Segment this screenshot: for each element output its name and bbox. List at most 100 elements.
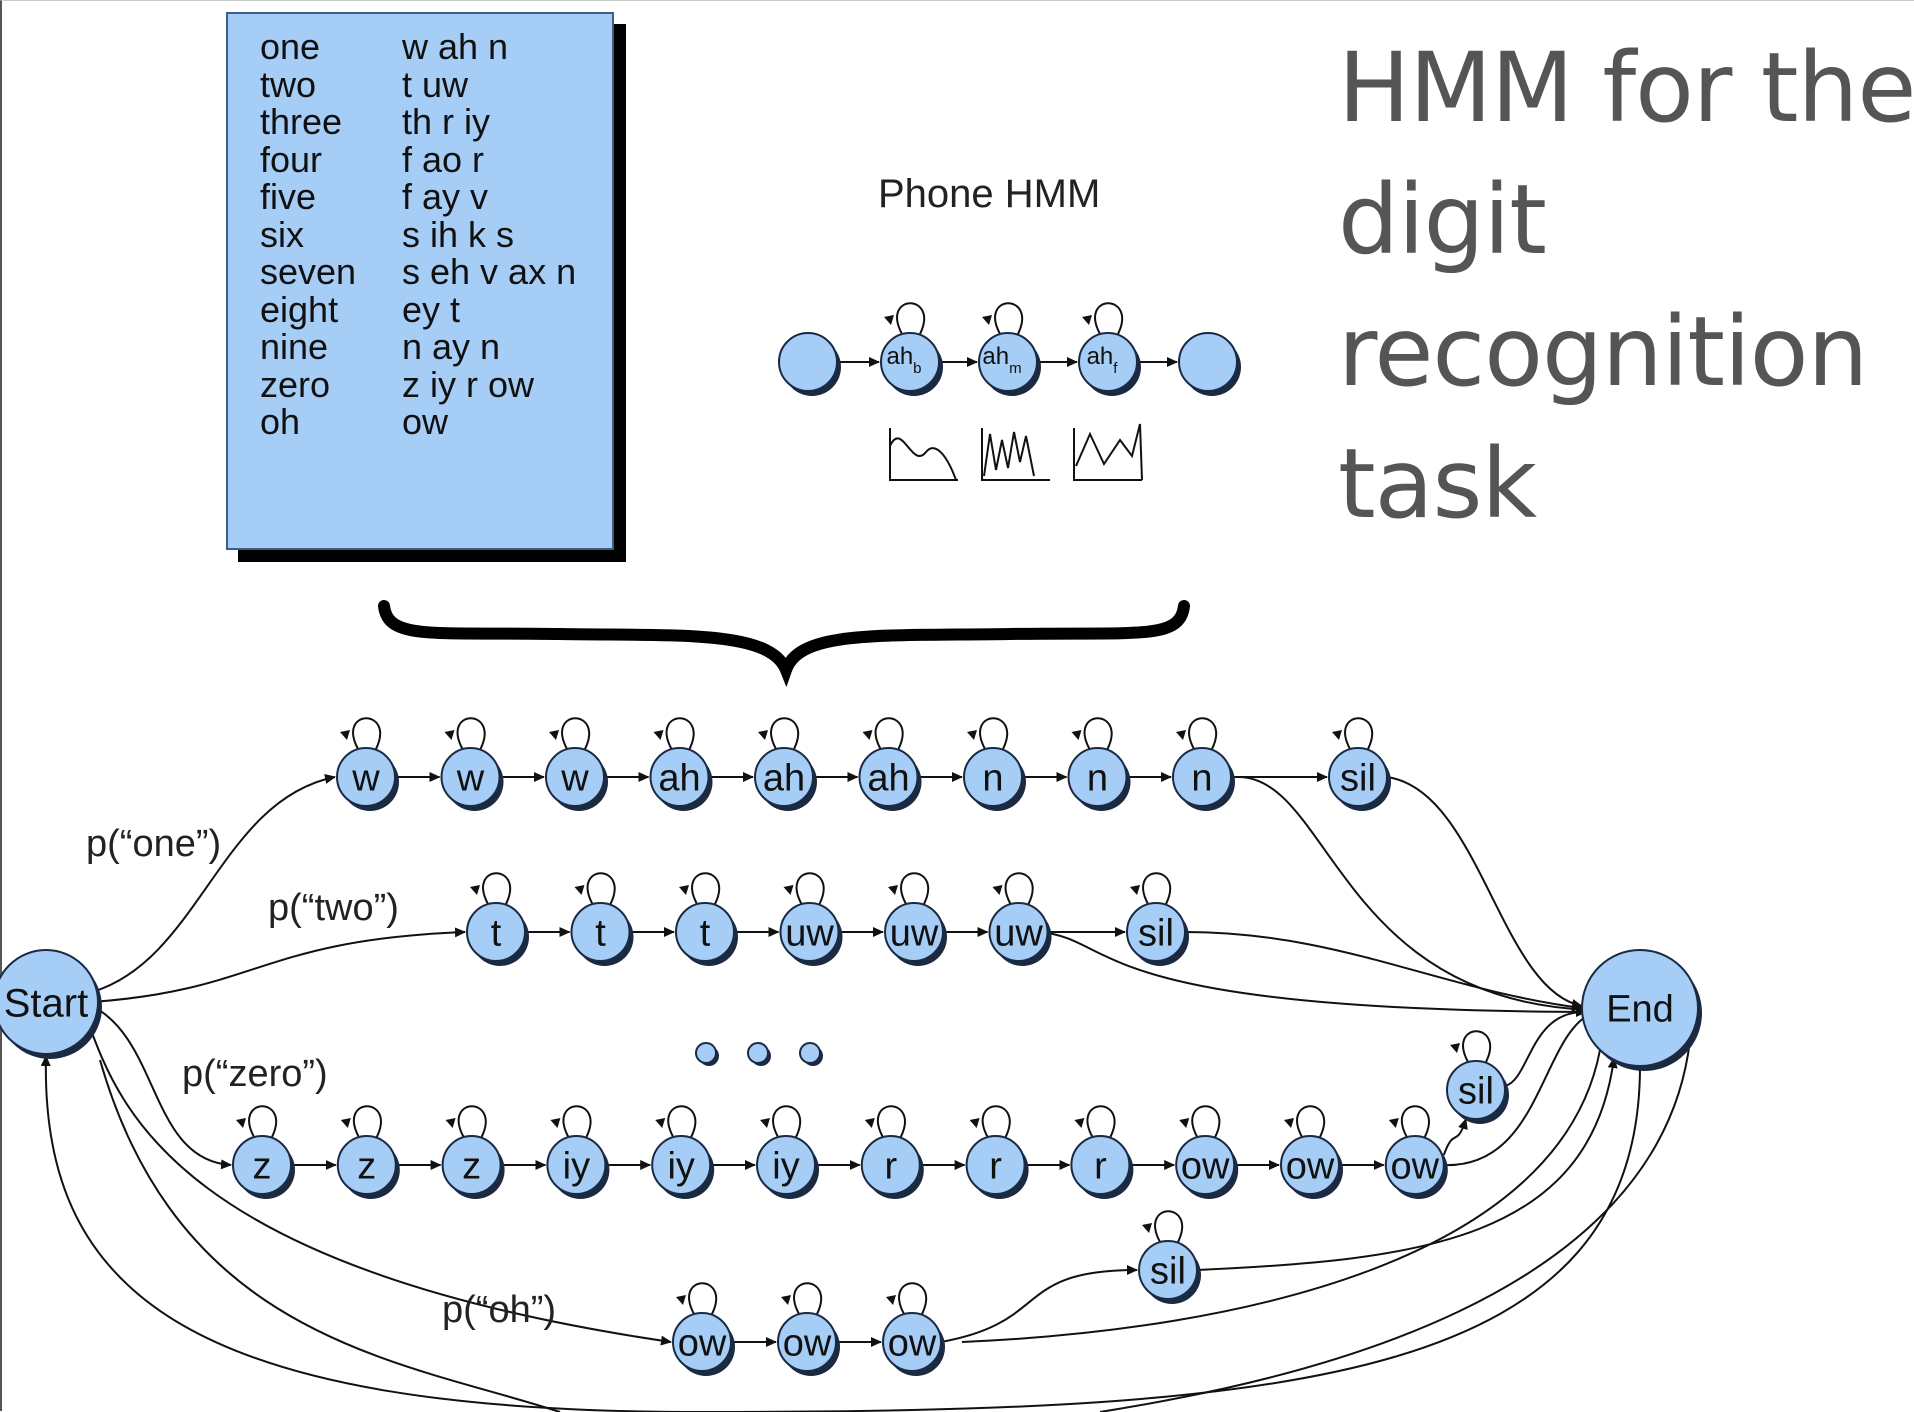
transition-curve bbox=[940, 1265, 1138, 1343]
lexicon-word: six bbox=[260, 213, 304, 255]
state-label: t bbox=[595, 913, 606, 955]
self-loop-edge bbox=[795, 872, 825, 905]
transition-curve bbox=[1184, 931, 1583, 1012]
state-label: n bbox=[982, 758, 1003, 800]
title-line: task bbox=[1338, 428, 1537, 540]
hmm-state-node bbox=[441, 1135, 502, 1195]
self-loop-arrowhead bbox=[676, 1295, 686, 1305]
self-loop-arrowhead bbox=[340, 1118, 351, 1128]
self-loop-edge bbox=[898, 1282, 928, 1315]
hmm-state-node bbox=[1178, 332, 1238, 392]
distribution-axes bbox=[1073, 428, 1142, 481]
lexicon-word: eight bbox=[260, 288, 339, 330]
self-loop-edge bbox=[1188, 717, 1218, 750]
hmm-state-node bbox=[1328, 747, 1388, 807]
phone-state-subscript: f bbox=[1113, 360, 1118, 377]
self-loop-arrowhead bbox=[1388, 1118, 1399, 1128]
lexicon-word: seven bbox=[260, 251, 357, 292]
lexicon-pronunciation: n ay n bbox=[402, 326, 501, 367]
ellipsis-dot bbox=[695, 1042, 717, 1064]
state-label: Start bbox=[4, 981, 88, 1025]
hmm-state-node bbox=[1280, 1135, 1340, 1195]
phone-state-subscript: m bbox=[1009, 360, 1022, 377]
state-label: w bbox=[456, 758, 485, 800]
state-label: sil bbox=[1458, 1071, 1494, 1113]
hmm-state-node bbox=[232, 1135, 292, 1195]
self-loop-arrowhead bbox=[992, 885, 1003, 895]
self-loop-edge bbox=[586, 872, 616, 905]
state-label: ah bbox=[867, 758, 909, 800]
state-label: ow bbox=[1391, 1146, 1440, 1188]
hmm-state-node bbox=[756, 1135, 816, 1195]
self-loop-edge bbox=[482, 872, 512, 905]
state-label: uw bbox=[785, 913, 834, 955]
output-distribution-curve bbox=[889, 437, 957, 481]
hmm-state-node bbox=[570, 902, 631, 962]
self-loop-edge bbox=[561, 717, 591, 750]
self-loop-arrowhead bbox=[969, 1118, 980, 1128]
hmm-state-node bbox=[675, 902, 735, 962]
state-label: r bbox=[884, 1146, 897, 1188]
self-loop-arrowhead bbox=[886, 1295, 896, 1305]
hmm-state-node bbox=[860, 1135, 921, 1195]
transition-curve bbox=[1039, 931, 1587, 1017]
self-loop-edge bbox=[900, 872, 930, 905]
state-label: t bbox=[491, 913, 502, 955]
self-loop-arrowhead bbox=[967, 730, 977, 740]
self-loop-edge bbox=[1094, 302, 1124, 335]
self-loop-arrowhead bbox=[236, 1118, 246, 1128]
transition-curve bbox=[1099, 1039, 1691, 1412]
self-loop-edge bbox=[248, 1105, 278, 1138]
title-line: digit bbox=[1338, 164, 1547, 276]
transition-curve bbox=[1386, 776, 1583, 1009]
self-loop-arrowhead bbox=[574, 885, 585, 895]
lexicon-pronunciation: t uw bbox=[402, 63, 469, 105]
self-loop-arrowhead bbox=[781, 1295, 791, 1305]
hmm-state-node bbox=[672, 1312, 732, 1372]
self-loop-arrowhead bbox=[340, 730, 350, 740]
hmm-state-node bbox=[336, 747, 396, 807]
phone-state-subscript: b bbox=[913, 360, 921, 377]
phone-state-label: ahb bbox=[886, 343, 921, 377]
phone-state-label: ahm bbox=[982, 343, 1021, 377]
word-probability-label: p(“one”) bbox=[86, 823, 221, 865]
hmm-state-node bbox=[1384, 1135, 1445, 1195]
self-loop-edge bbox=[1462, 1030, 1492, 1063]
self-loop-edge bbox=[874, 717, 904, 750]
hmm-state-node bbox=[978, 332, 1038, 392]
slide-title: HMM for the digit recognition task bbox=[1338, 22, 1914, 550]
self-loop-edge bbox=[688, 1282, 718, 1315]
self-loop-edge bbox=[1344, 717, 1374, 750]
self-loop-arrowhead bbox=[549, 730, 559, 740]
self-loop-edge bbox=[876, 1105, 906, 1138]
hmm-state-node bbox=[1070, 1135, 1131, 1195]
self-loop-arrowhead bbox=[445, 1118, 456, 1128]
state-label: w bbox=[351, 758, 380, 800]
self-loop-arrowhead bbox=[982, 315, 992, 325]
hmm-state-node bbox=[965, 1135, 1026, 1195]
self-loop-edge bbox=[772, 1105, 802, 1138]
self-loop-edge bbox=[1083, 717, 1113, 750]
state-label: z bbox=[253, 1146, 272, 1188]
lexicon-pronunciation: th r iy bbox=[402, 101, 491, 142]
self-loop-arrowhead bbox=[862, 730, 873, 740]
hmm-state-node bbox=[440, 747, 501, 807]
self-loop-edge bbox=[665, 717, 695, 750]
self-loop-arrowhead bbox=[783, 885, 794, 895]
self-loop-arrowhead bbox=[1074, 1118, 1085, 1128]
self-loop-arrowhead bbox=[1176, 730, 1186, 740]
self-loop-edge bbox=[456, 717, 486, 750]
curly-brace bbox=[378, 600, 1190, 688]
self-loop-arrowhead bbox=[1450, 1043, 1460, 1053]
self-loop-arrowhead bbox=[1332, 730, 1342, 740]
state-label: n bbox=[1191, 758, 1212, 800]
self-loop-edge bbox=[667, 1105, 697, 1138]
self-loop-arrowhead bbox=[550, 1118, 561, 1128]
hmm-state-node bbox=[880, 332, 940, 392]
state-label: z bbox=[462, 1146, 481, 1188]
hmm-state-node bbox=[963, 747, 1023, 807]
state-label: ow bbox=[1286, 1146, 1335, 1188]
self-loop-edge bbox=[1086, 1105, 1116, 1138]
